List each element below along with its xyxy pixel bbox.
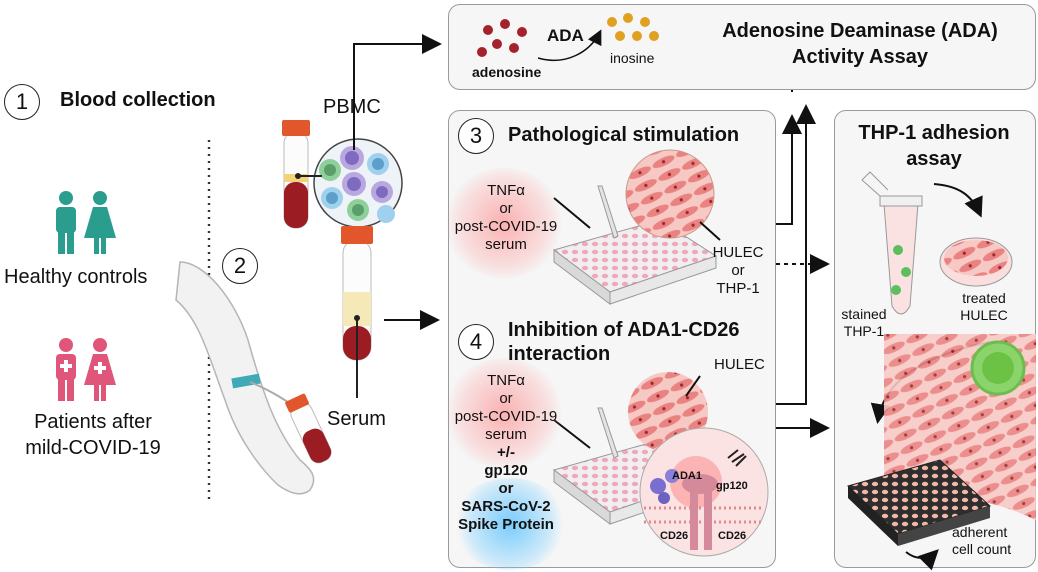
adherent-count-label: adherent cell count xyxy=(952,524,1011,558)
stimulation-glow xyxy=(444,168,564,278)
ada-assay-panel xyxy=(448,4,1036,90)
serum-label: Serum xyxy=(327,408,386,430)
step-1-badge: 1 xyxy=(4,84,40,120)
ada1-label: ADA1 xyxy=(672,470,702,482)
inhibition-agents-label: TNFα or post-COVID-19 serum +/- gp120 or… xyxy=(448,372,564,534)
treated-hulec-dish-icon xyxy=(939,237,1013,287)
blood-collection-title: Blood collection xyxy=(60,89,216,111)
inh-serum-line2: serum xyxy=(485,426,527,443)
adenosine-label: adenosine xyxy=(472,64,542,80)
stained-line2: THP-1 xyxy=(843,323,885,339)
stained-thp1-tube-icon xyxy=(861,171,923,315)
inhibition-title-line1: Inhibition of ADA1-CD26 xyxy=(508,319,740,341)
hulec-cells-icon-3 xyxy=(625,149,715,239)
healthy-female-icon xyxy=(84,191,116,254)
pathological-stimulation-title: Pathological stimulation xyxy=(508,124,740,146)
inhibition-glow xyxy=(444,358,564,468)
step-3-badge: 3 xyxy=(458,118,494,154)
gp120-inset-label: gp120 xyxy=(716,480,748,492)
cd26-left-label: CD26 xyxy=(660,530,689,542)
adhesion-title-line2: assay xyxy=(906,148,962,170)
pbmc-label: PBMC xyxy=(323,96,381,118)
stained-thp1-label: stained THP-1 xyxy=(836,306,892,340)
pbmc-cells-icon xyxy=(313,138,403,228)
stim-serum-line2: serum xyxy=(485,236,527,253)
count-line1: adherent xyxy=(952,524,1008,540)
step-2-badge: 2 xyxy=(222,248,258,284)
pbmc-tube-icon xyxy=(282,120,310,229)
patients-label-line1: Patients after xyxy=(34,411,152,433)
inh-spike-line2: Spike Protein xyxy=(458,516,554,533)
ada-assay-title-line2: Activity Assay xyxy=(792,46,928,68)
count-line2: cell count xyxy=(952,541,1012,557)
ada-assay-title-line1: Adenosine Deaminase (ADA) xyxy=(722,20,998,42)
inh-spike-line1: SARS-CoV-2 xyxy=(461,498,551,515)
inh-or2-label: or xyxy=(498,480,514,497)
inhibition-title: Inhibition of ADA1-CD26 interaction xyxy=(508,318,739,366)
inh-or-label: or xyxy=(499,390,513,407)
step-4-badge: 4 xyxy=(458,324,494,360)
inhibition-title-line2: interaction xyxy=(508,343,611,365)
patient-male-icon xyxy=(56,338,76,401)
patients-label: Patients after mild-COVID-19 xyxy=(20,409,166,461)
patients-label-line2: mild-COVID-19 xyxy=(25,437,161,459)
inh-plusminus-label: +/- xyxy=(497,444,515,461)
black-well-plate-icon xyxy=(847,459,991,546)
stim-cells-line3: THP-1 xyxy=(716,280,760,297)
inosine-dots-icon xyxy=(607,13,659,41)
adhesion-assay-title: THP-1 adhesion assay xyxy=(836,120,1032,172)
spike-glow xyxy=(452,478,568,570)
arm-illustration xyxy=(175,261,315,495)
adenosine-dots-icon xyxy=(477,19,527,57)
ada-enzyme-label: ADA xyxy=(547,26,584,45)
stim-serum-line1: post-COVID-19 xyxy=(454,218,558,235)
stimulation-cells-label: HULEC or THP-1 xyxy=(708,244,768,298)
cd26-right-label: CD26 xyxy=(718,530,747,542)
stimulation-agents-label: TNFα or post-COVID-19 serum xyxy=(448,182,564,254)
stim-tnf-label: TNFα xyxy=(487,182,525,199)
ada1-cd26-inset-icon xyxy=(639,427,769,557)
healthy-controls-label: Healthy controls xyxy=(4,266,148,288)
inosine-label: inosine xyxy=(610,50,655,66)
treated-line1: treated xyxy=(962,290,1006,306)
inhibition-hulec-label: HULEC xyxy=(714,356,765,373)
blood-draw-tube-icon xyxy=(285,393,332,464)
stained-line1: stained xyxy=(841,306,887,322)
treated-hulec-label: treated HULEC xyxy=(954,290,1014,324)
healthy-male-icon xyxy=(56,191,76,254)
treated-line2: HULEC xyxy=(960,307,1008,323)
ada-assay-title: Adenosine Deaminase (ADA) Activity Assay xyxy=(700,18,1020,70)
inh-tnf-label: TNFα xyxy=(487,372,525,389)
inh-gp120-label: gp120 xyxy=(484,462,528,479)
patient-female-icon xyxy=(84,338,116,401)
inh-serum-line1: post-COVID-19 xyxy=(454,408,558,425)
stim-cells-line1: HULEC xyxy=(712,244,764,261)
stim-or-label: or xyxy=(499,200,513,217)
adhesion-title-line1: THP-1 adhesion xyxy=(858,122,1010,144)
stim-cells-line2: or xyxy=(731,262,745,279)
